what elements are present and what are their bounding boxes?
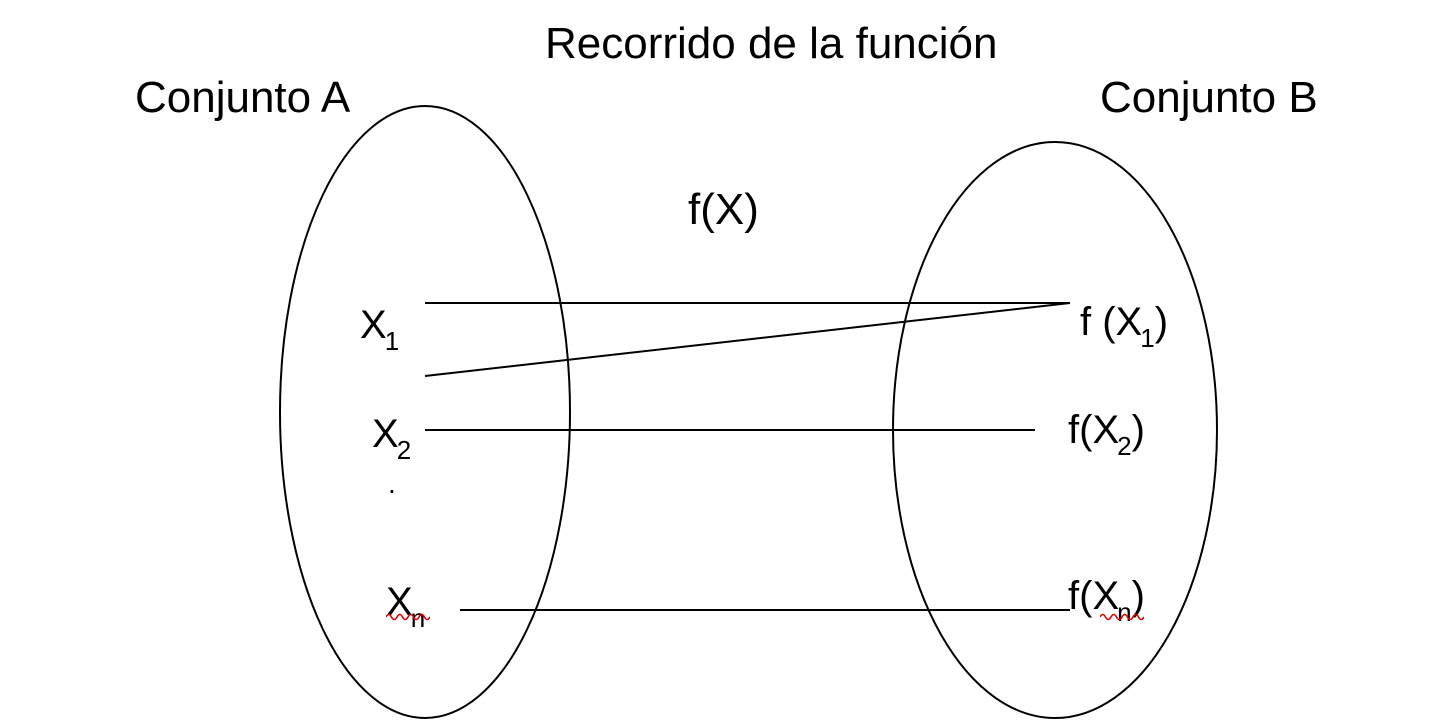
range-element-fx2: f(X2) [1068, 408, 1145, 461]
function-label: f(X) [688, 185, 759, 234]
range-element-fxn: f(Xn) [1068, 574, 1145, 627]
set-a-label: Conjunto A [135, 73, 351, 122]
diagram-title: Recorrido de la función [545, 19, 998, 68]
spellcheck-underline-xn [386, 613, 430, 621]
set-a-ellipse [279, 105, 571, 719]
range-element-fx1: f (X1) [1080, 300, 1169, 353]
ellipsis-dot: . [388, 468, 396, 499]
domain-element-x1: X1 [360, 303, 400, 356]
mapping-line-diagonal [424, 302, 1071, 377]
spellcheck-underline-fxn [1100, 613, 1144, 621]
set-b-label: Conjunto B [1100, 73, 1318, 122]
domain-element-x2: X2 [372, 412, 412, 465]
